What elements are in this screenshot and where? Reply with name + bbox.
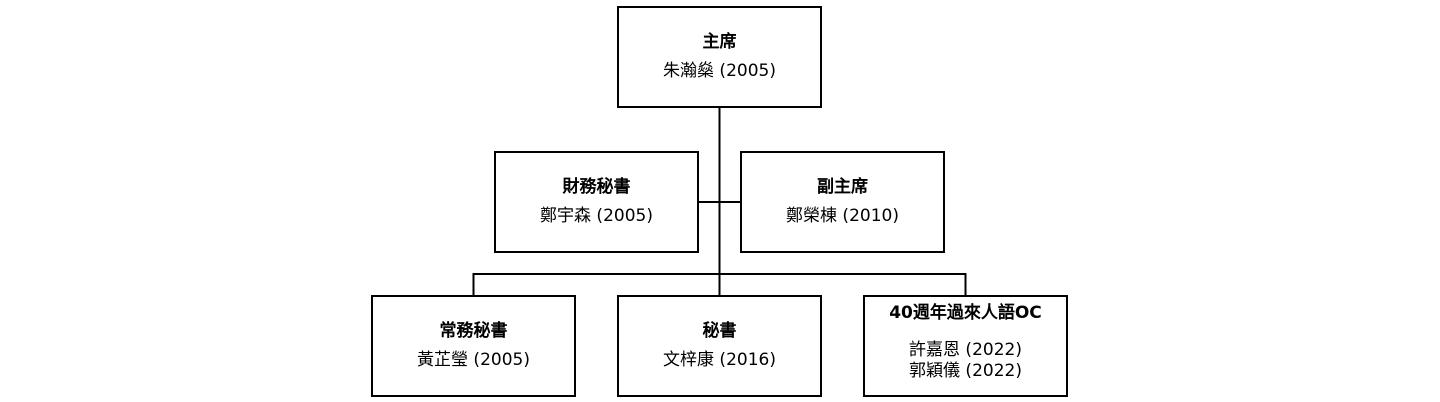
role-label: 副主席 — [817, 176, 868, 197]
node-vice-chair: 副主席 鄭榮棟 (2010) — [740, 151, 945, 253]
member-name: 鄭宇森 (2005) — [540, 206, 653, 226]
member-name: 許嘉恩 (2022) — [909, 340, 1022, 361]
role-label: 秘書 — [702, 320, 737, 341]
member-name: 郭穎儀 (2022) — [909, 360, 1022, 381]
role-label: 40週年過來人語OC — [889, 303, 1042, 323]
member-name: 黃芷瑩 (2005) — [417, 350, 530, 370]
role-label: 主席 — [702, 31, 737, 52]
member-name: 朱瀚燊 (2005) — [663, 61, 776, 81]
node-anniversary-oc: 40週年過來人語OC 許嘉恩 (2022) 郭穎儀 (2022) — [863, 295, 1068, 397]
member-name: 文梓康 (2016) — [663, 350, 776, 370]
node-secretary: 秘書 文梓康 (2016) — [617, 295, 822, 397]
member-name: 鄭榮棟 (2010) — [786, 206, 899, 226]
node-treasurer: 財務秘書 鄭宇森 (2005) — [494, 151, 699, 253]
role-label: 財務秘書 — [562, 176, 631, 197]
node-chair: 主席 朱瀚燊 (2005) — [617, 6, 822, 108]
role-label: 常務秘書 — [439, 320, 508, 341]
node-executive-secretary: 常務秘書 黃芷瑩 (2005) — [371, 295, 576, 397]
